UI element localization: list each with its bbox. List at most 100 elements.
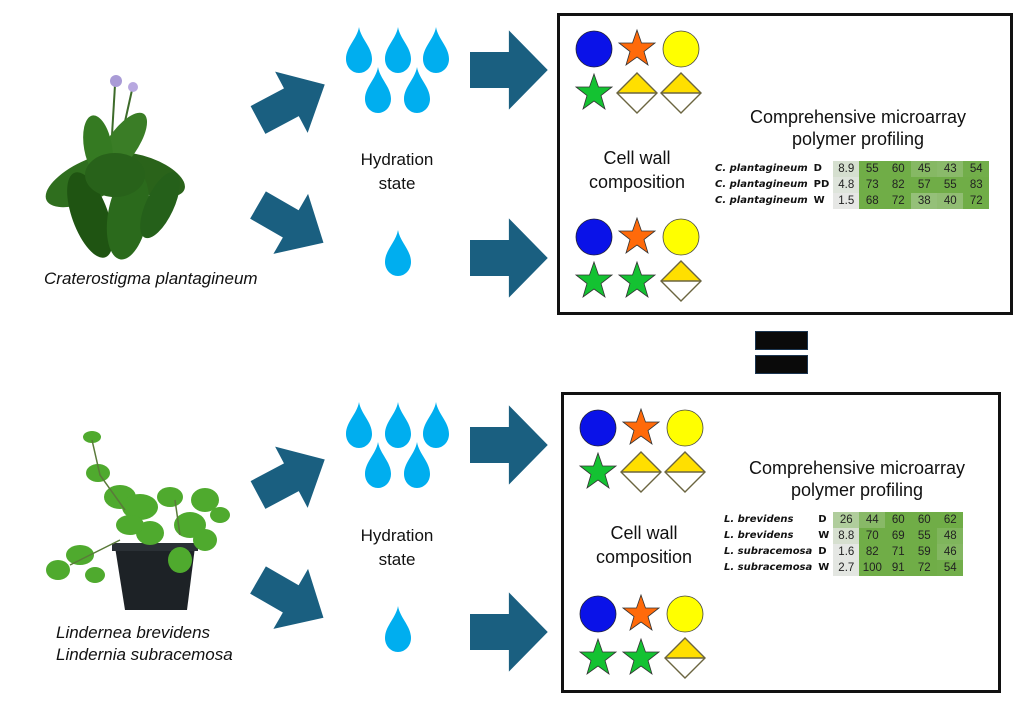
value-cell: 40 [937, 193, 964, 209]
value-cell: 54 [963, 161, 990, 177]
profiling-title-top: Comprehensive microarray polymer profili… [713, 106, 1003, 150]
value-cell: 72 [885, 193, 912, 209]
value-cell: 60 [911, 512, 938, 528]
lindernia-plant-image [46, 431, 230, 610]
value-cell: 83 [963, 177, 990, 193]
species-line2: Lindernia subracemosa [56, 645, 233, 664]
arrow-down-right-icon [240, 549, 341, 648]
treatment-cell: PD [813, 179, 830, 190]
green-star-icon [622, 638, 660, 675]
hydration-line2: state [378, 174, 416, 193]
value-cell: 48 [937, 528, 964, 544]
hydration-label-top: Hydration state [342, 148, 452, 196]
value-cell: 71 [885, 544, 912, 560]
hydration-line1: Hydration [360, 526, 434, 545]
half-diamond-icon [664, 637, 706, 679]
cell-wall-symbols-low [579, 594, 706, 679]
species-cell: L. subracemosa [724, 546, 813, 557]
cell-wall-label-bottom: Cell wall composition [579, 521, 709, 569]
value-cell: 73 [859, 177, 886, 193]
value-cell: 100 [859, 560, 886, 576]
half-diamond-icon [660, 72, 702, 114]
treatment-cell: D [818, 514, 827, 525]
value-cell: 91 [885, 560, 912, 576]
species-label-craterostigma: Craterostigma plantagineum [44, 269, 258, 288]
water-drops-high-icon [346, 27, 449, 113]
species-cell: C. plantagineum [715, 179, 808, 190]
species-cell: C. plantagineum [715, 195, 808, 206]
arrow-down-right-icon [240, 174, 341, 273]
yellow-circle-icon [662, 30, 700, 68]
water-drops-high-icon [346, 402, 449, 488]
blue-circle-icon [575, 30, 613, 68]
value-cell: 4.8 [833, 177, 860, 193]
species-cell: L. brevidens [724, 514, 794, 525]
profiling-line1: Comprehensive microarray [748, 458, 966, 478]
orange-star-icon [622, 594, 660, 631]
yellow-circle-icon [666, 595, 704, 633]
value-cell: 8.9 [833, 161, 860, 177]
cell-wall-line2: composition [595, 547, 693, 567]
equals-bar-top [755, 331, 808, 350]
value-cell: 60 [885, 161, 912, 177]
cell-wall-symbols-high [579, 408, 706, 493]
value-cell: 54 [937, 560, 964, 576]
hydration-line1: Hydration [360, 150, 434, 169]
profiling-line2: polymer profiling [791, 129, 925, 149]
value-cell: 45 [911, 161, 938, 177]
arrow-right-icon [470, 592, 548, 672]
species-cell: L. subracemosa [724, 562, 813, 573]
cell-wall-result-box-bottom: Cell wall composition Comprehensive micr… [561, 392, 1001, 693]
value-cell: 72 [963, 193, 990, 209]
species-cell: L. brevidens [724, 530, 794, 541]
value-cell: 8.8 [833, 528, 860, 544]
value-cell: 43 [937, 161, 964, 177]
orange-star-icon [622, 408, 660, 445]
blue-circle-icon [579, 595, 617, 633]
blue-circle-icon [579, 409, 617, 447]
treatment-cell: D [813, 163, 822, 174]
blue-circle-icon [575, 218, 613, 256]
hydration-label-bottom: Hydration state [342, 524, 452, 572]
value-cell: 46 [937, 544, 964, 560]
value-cell: 26 [833, 512, 860, 528]
treatment-cell: W [818, 562, 830, 573]
value-cell: 82 [859, 544, 886, 560]
half-diamond-icon [660, 260, 702, 302]
value-cell: 38 [911, 193, 938, 209]
profiling-title-bottom: Comprehensive microarray polymer profili… [712, 457, 1002, 501]
water-drop-low-icon [385, 230, 411, 276]
cell-wall-symbols-high [575, 29, 702, 114]
green-star-icon [579, 638, 617, 675]
value-cell: 1.6 [833, 544, 860, 560]
equals-bar-bottom [755, 355, 808, 374]
green-star-icon [575, 261, 613, 298]
value-cell: 55 [859, 161, 886, 177]
treatment-cell: W [813, 195, 825, 206]
arrow-right-icon [470, 218, 548, 298]
orange-star-icon [618, 217, 656, 254]
half-diamond-icon [620, 451, 662, 493]
species-label-lindernia: Lindernea brevidens Lindernia subracemos… [56, 622, 233, 666]
hydration-line2: state [378, 550, 416, 569]
value-cell: 57 [911, 177, 938, 193]
value-cell: 1.5 [833, 193, 860, 209]
cell-wall-label-top: Cell wall composition [572, 146, 702, 194]
treatment-cell: W [818, 530, 830, 541]
value-cell: 68 [859, 193, 886, 209]
value-cell: 55 [911, 528, 938, 544]
arrow-up-right-icon [241, 53, 342, 151]
treatment-cell: D [818, 546, 827, 557]
value-cell: 62 [937, 512, 964, 528]
value-cell: 72 [911, 560, 938, 576]
value-cell: 59 [911, 544, 938, 560]
profiling-line2: polymer profiling [790, 480, 924, 500]
value-cell: 60 [885, 512, 912, 528]
yellow-circle-icon [666, 409, 704, 447]
